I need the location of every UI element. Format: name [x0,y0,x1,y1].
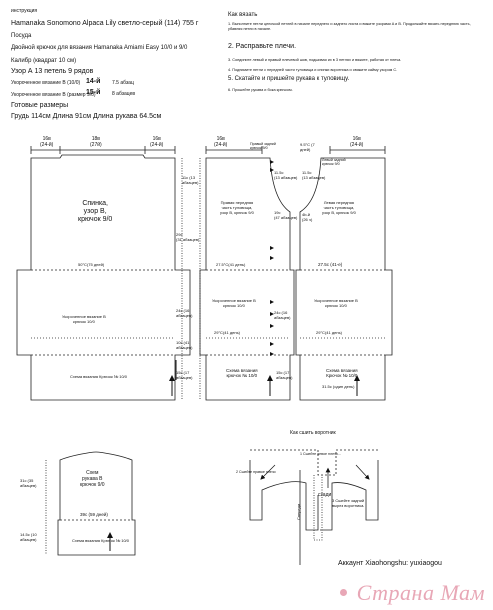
lf-top: 16в (24-й) [350,136,364,148]
sleeve-hem-label: Схема вязания Крючок № 10/0 [72,538,130,543]
back-top-mid: 18в (27й) [90,136,102,148]
collar-step2: 2 Сшейте правое плечо [236,470,276,474]
collar-title: Как сшить воротник [290,430,336,436]
sleeve-title: Схем рукава В крючок 9/0 [80,470,105,488]
credit-line: Аккаунт Xiaohongshu: yuxiaogou [338,560,442,567]
rf-body-label: Укороченное вязание В крючок 10/0 [212,298,256,308]
collar-step1: 1 Сшейте левое плечо... [300,452,341,456]
howto-step5: 5. Скатайте и пришейте рукава к туловищу… [228,76,350,82]
watermark-dot-icon [340,589,347,596]
back-top-right: 16в (24-й) [150,136,164,148]
lf-width-mark: 27.5с (41-е) [318,262,343,267]
top-label: инструкция [11,8,38,14]
pattern-b2-label: Укороченное вязание В (размер 9/0) [11,92,96,98]
back-title: Спинка, узор В, крючок 9/0 [78,200,113,223]
lf-hem-label: Схема вязания Крючок № 10/0 [326,368,358,378]
back-width-mark: 50°С(75 дней) [78,262,105,267]
back-side-lower: 10с (41 абзацев) [176,340,193,350]
hook-line: Двойной крючок для вязания Hamanaka Amia… [11,45,188,51]
back-top-left: 16в (24-й) [40,136,54,148]
howto-step2: 2. Расправьте плечи. [228,43,297,50]
lf-width-mark2: 29°С(41 день) [316,330,343,335]
pattern-b-label: Укороченное вязание В (10/0) [11,80,81,86]
lf-title: Левая передняя часть туловища, узор В, к… [322,200,356,215]
pattern-b-value: 14-й [86,78,101,85]
rf-hem-label: Схема вязания крючок № 10/0 [226,368,258,378]
watermark-logo: Страна Мам [356,580,485,605]
howto-step6: 6. Прошейте рукава и бока крючком. [228,88,293,92]
sleeve-side-hem: 14.5с (10 абзацев) [20,532,37,542]
rf-top: 16в (24-й) [214,136,228,148]
back-outline [16,154,191,401]
sizes-heading: Готовые размеры [11,102,69,109]
howto-step3: 3. Соедините левый и правый плечевой шов… [228,58,402,62]
right-front-outline [199,157,295,401]
back-side-body: 24с (16 абзацев) [176,308,193,318]
rf-side-mid: 19с (47 абзацев) [274,210,298,220]
pattern-b-unit: 7.5 абзац [112,80,134,86]
back-hem-label: Схема вязания Крючок № 10/0 [70,374,128,379]
rf-side-body: 24с (16 абзацев) [274,310,291,320]
gauge-heading: Калибр (квадрат 10 см) [11,58,77,64]
howto-title: Как вязать [228,12,258,18]
left-front-outline [295,157,393,401]
howto-step4: 4. Поднимите петли с передней части туло… [228,68,398,72]
lf-hem-side: 31.5с (один день) [322,384,355,389]
yarn-line: Hamanaka Sonomono Alpaca Lily светло-сер… [11,20,199,27]
rf-title: Правая передняя часть туловища, узор В, … [220,200,254,215]
rf-hem-side: 15с (17 абзацев) [276,370,293,380]
lf-side-mid: 4b-й (26 ч) [302,212,313,222]
pattern-b2-unit: 8 абзацев [112,91,136,97]
back-side-top: 11с (13 абзацев) [182,175,199,185]
sleeve-outline [57,451,136,556]
collar-front-label: Спереди [296,503,301,520]
tools-heading: Посуда [11,33,32,39]
sizes-line: Грудь 114см Длина 91см Длина рукава 64.5… [11,113,162,120]
pattern-line: Узор А 13 петель 9 рядов [11,68,94,75]
lf-body-label: Укороченное вязание В крючок 10/0 [314,298,358,308]
back-side-mid: 29с (31 абзацев) [176,232,200,242]
howto-step1: 1. Выполните петли цепочкой петлей в нач… [228,22,471,31]
pattern-b2-value: 15-й [86,89,101,96]
rf-width-mark2: 29°С(41 день) [214,330,241,335]
collar-step3: 3 Сшейте задний вырез воротника. [332,498,365,508]
lf-side-top: 11.5с (13 абзацев) [302,170,326,180]
rf-side-top: 11.5с (13 абзацев) [274,170,298,180]
rf-width-mark: 27.5°С(41 день) [216,262,246,267]
back-body-label: Укороченное вязание В крючок 10/0 [62,314,106,324]
sleeve-width-mark: 39с (59 дней) [80,512,108,517]
lf-collar: Левый задний крючок 9/0 [322,158,346,166]
back-hem-side: 15с (17 абзацев) [176,370,193,380]
sleeve-side-top: 31с (35 абзацев) [20,478,37,488]
collar-back-label: сзади [318,492,332,498]
lf-collar-top: 9.5°С (7 дней) [300,142,315,152]
rf-collar: Правый задний крючок 9/0 [250,142,276,150]
